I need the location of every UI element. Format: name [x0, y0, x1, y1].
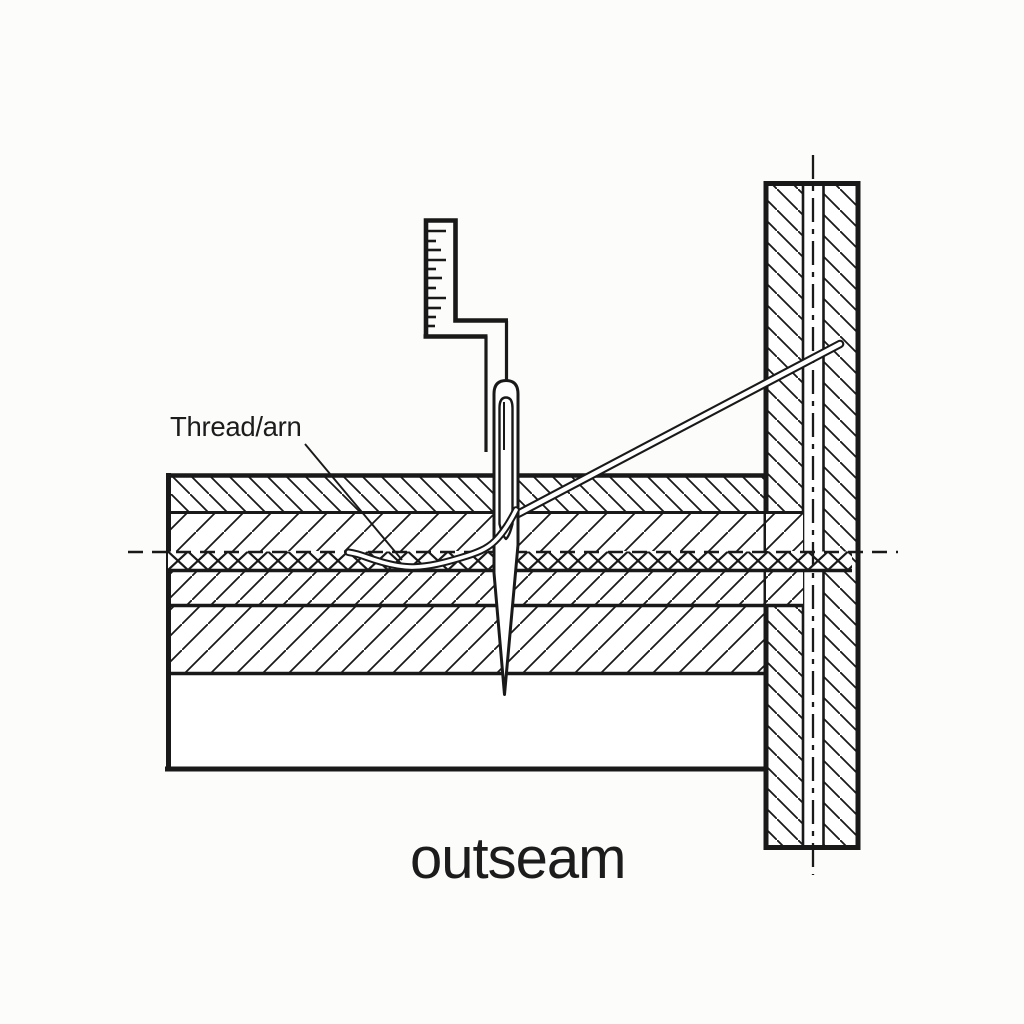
- fabric-layer-fifth: [168, 606, 766, 673]
- thread-loop-core: [346, 508, 518, 569]
- seam-post-right-column: [824, 185, 857, 846]
- label-leader-line: [304, 443, 403, 561]
- fabric-layer-top: [168, 476, 766, 512]
- layer-pass-through: [168, 511, 803, 608]
- gauge-tick-marks: [427, 229, 446, 328]
- thread-label: Thread/arn: [170, 411, 302, 442]
- thread-yarn-upper: [509, 339, 845, 521]
- fabric-layer-fourth: [168, 571, 766, 604]
- thread-yarn-lower: [344, 506, 520, 571]
- fabric-layer-stack: [165, 473, 768, 772]
- layer2-extension: [766, 513, 803, 551]
- ruler-gauge: [423, 218, 508, 339]
- layer4-extension: [766, 571, 803, 605]
- fabric-layer-second: [168, 513, 766, 551]
- seam-label: outseam: [410, 826, 625, 891]
- labels: Thread/arn outseam: [170, 411, 626, 891]
- thread-core: [511, 341, 843, 519]
- gauge-outline: [423, 218, 508, 337]
